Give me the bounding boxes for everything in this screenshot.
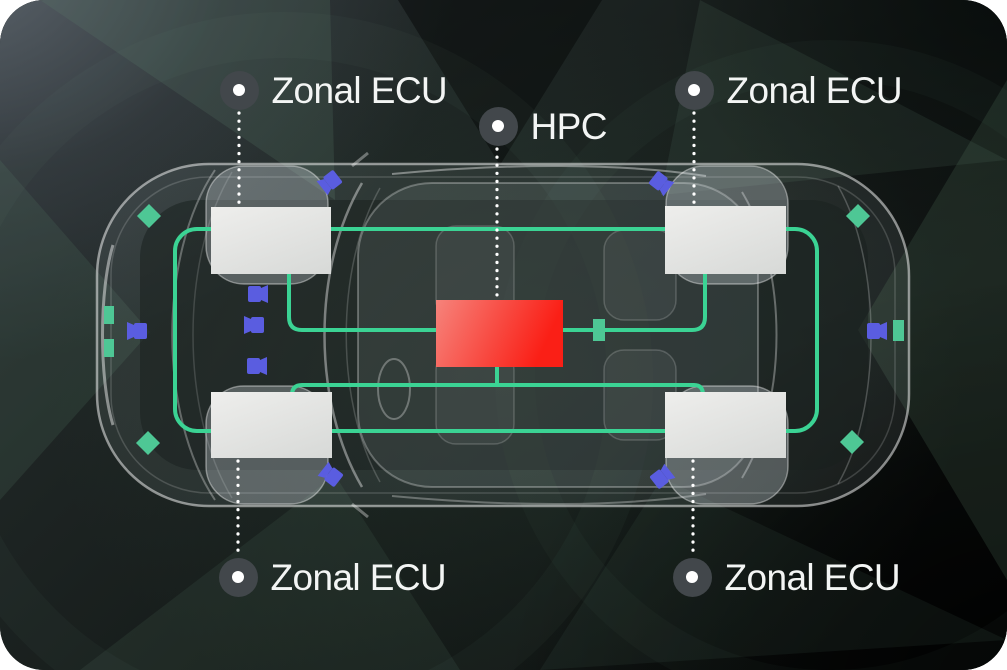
label-zonal-ecu-top-right: Zonal ECU — [674, 69, 903, 111]
marker-dot-icon — [478, 106, 518, 146]
bumper-sensor-icon — [104, 339, 114, 357]
marker-dot-icon — [674, 70, 714, 110]
zonal-ecu-box-top-right — [665, 206, 786, 274]
camera-icon — [317, 461, 343, 487]
bumper-sensor-icon — [893, 320, 904, 341]
label-text: Zonal ECU — [724, 556, 901, 598]
marker-dot-inner — [492, 120, 504, 132]
marker-dot-icon — [672, 557, 712, 597]
car-roof-highlight — [391, 165, 707, 177]
camera-icon — [244, 316, 264, 334]
radar-diamond-icon — [136, 203, 162, 229]
zonal-ecu-box-bottom-right — [665, 392, 786, 458]
camera-icon — [649, 171, 675, 197]
zonal-ecu-box-top-left — [211, 207, 331, 274]
label-text: Zonal ECU — [726, 69, 903, 111]
marker-dot-icon — [219, 70, 259, 110]
car-steering-wheel — [377, 358, 411, 420]
car-headlight-strip — [101, 244, 115, 426]
label-text: Zonal ECU — [270, 556, 447, 598]
label-hpc: HPC — [478, 105, 608, 147]
label-zonal-ecu-bottom-left: Zonal ECU — [218, 556, 447, 598]
marker-dot-icon — [218, 557, 258, 597]
network-connector-node — [593, 319, 605, 341]
label-text: Zonal ECU — [271, 69, 448, 111]
label-zonal-ecu-bottom-right: Zonal ECU — [672, 556, 901, 598]
car-side-mirrors — [351, 151, 369, 519]
car-roof-highlight-bottom — [391, 493, 707, 505]
marker-dot-inner — [686, 571, 698, 583]
label-text: HPC — [530, 105, 608, 147]
label-zonal-ecu-top-left: Zonal ECU — [219, 69, 448, 111]
bumper-sensor-icon — [104, 306, 114, 324]
camera-icon — [867, 322, 887, 340]
marker-dot-inner — [688, 84, 700, 96]
camera-icon — [248, 285, 268, 303]
camera-icon — [247, 357, 267, 375]
car-windshield — [323, 182, 364, 488]
camera-icon — [127, 322, 147, 340]
camera-icon — [316, 170, 342, 196]
marker-dot-inner — [233, 84, 245, 96]
car-windshield-inner — [345, 187, 381, 483]
zonal-ecu-box-bottom-left — [211, 392, 332, 458]
marker-dot-inner — [232, 571, 244, 583]
radar-diamond-icon — [135, 430, 161, 456]
camera-icon — [650, 463, 676, 489]
hpc-box — [436, 300, 563, 367]
car-hood-line — [171, 169, 216, 501]
